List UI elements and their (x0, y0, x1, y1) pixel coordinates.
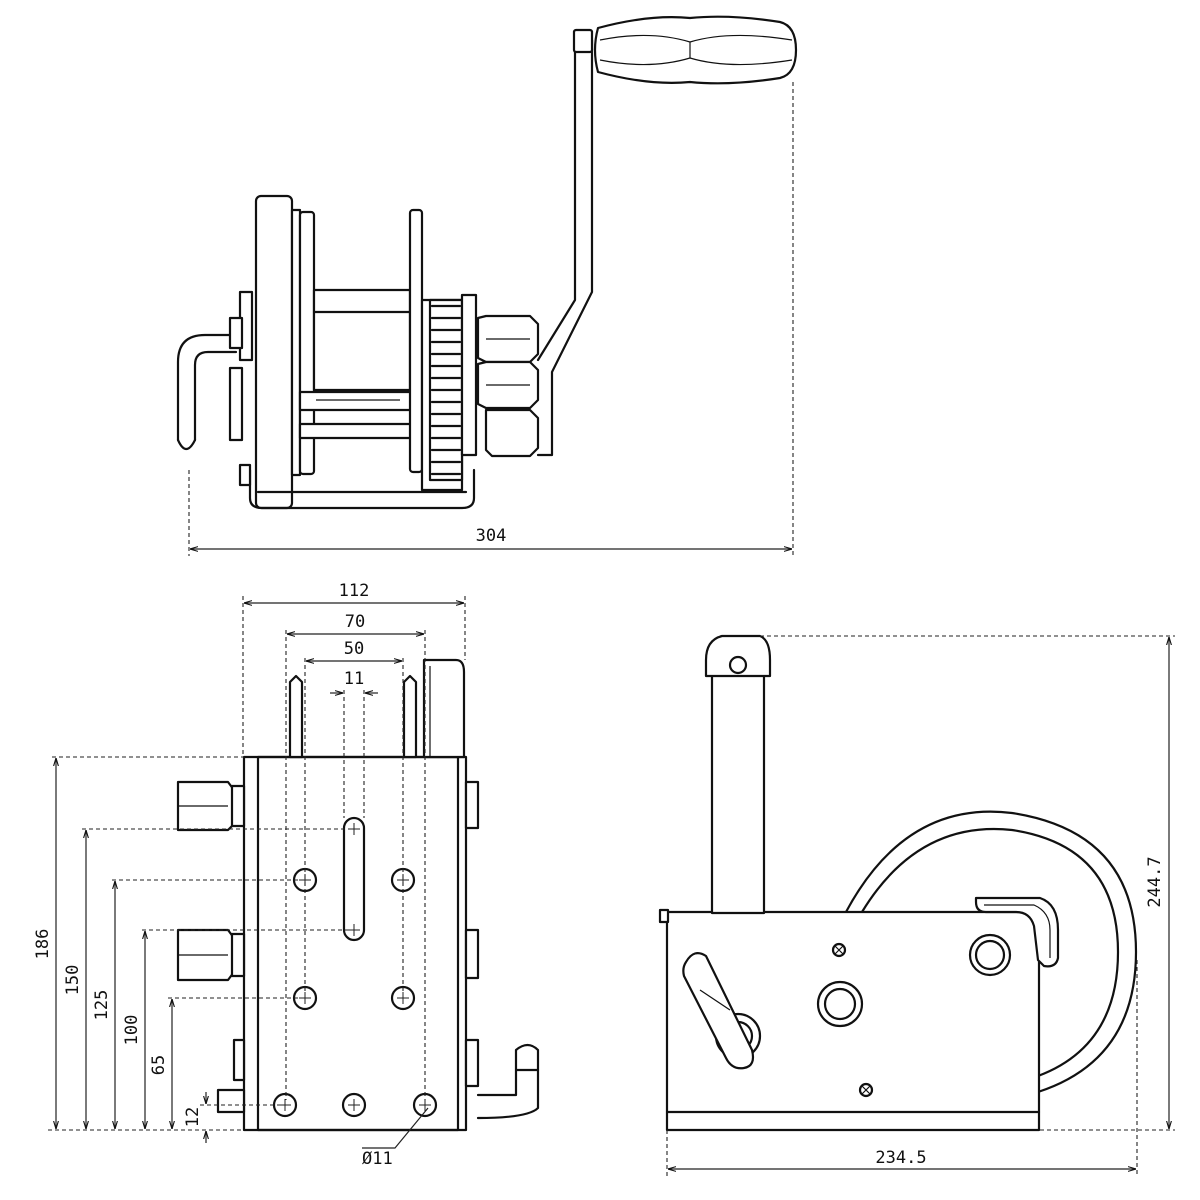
crank-grip (593, 15, 798, 85)
dimension-slot-width: 11 (344, 669, 364, 689)
shaft-upper (298, 390, 418, 412)
base-frame (238, 463, 476, 510)
flange-left-top (288, 674, 304, 759)
dimension-drum-width: 70 (345, 612, 365, 632)
dimension-height-186: 186 (33, 929, 53, 960)
flange-right-top (402, 674, 418, 759)
dimension-frame-width: 112 (339, 581, 370, 601)
shaft-lower (298, 422, 418, 440)
dimension-height-125: 125 (92, 990, 112, 1021)
front-view: 186 150 125 100 65 12 112 70 50 11 Ø11 (33, 581, 540, 1169)
right-parts (464, 780, 540, 1120)
dimension-side-height: 244.7 (1145, 856, 1165, 907)
dimension-height-100: 100 (122, 1015, 142, 1046)
left-flange-inner (290, 208, 302, 477)
dimension-height-12: 12 (183, 1107, 203, 1127)
crank-arm (536, 28, 594, 457)
frame-body (242, 755, 468, 1132)
left-cover (228, 366, 244, 442)
hub-inner (823, 987, 857, 1021)
dimension-hole-diameter: Ø11 (362, 1149, 393, 1169)
dimension-bolt-spacing: 50 (344, 639, 364, 659)
dimension-height-65: 65 (149, 1055, 169, 1075)
top-view: 304 (176, 15, 798, 556)
handle-arm (710, 653, 766, 915)
dimension-side-length: 234.5 (875, 1148, 926, 1168)
brake-handle (176, 333, 238, 451)
brake-lever (974, 896, 1060, 968)
brake-disc (254, 194, 294, 510)
brake-disc-top (422, 658, 466, 759)
hub-outer (816, 980, 864, 1028)
left-nuts (176, 780, 246, 1114)
drum (312, 288, 412, 392)
side-view: 244.7 234.5 (658, 634, 1175, 1176)
gear-stack (428, 298, 464, 482)
hex-nuts (476, 314, 540, 458)
dimension-overall-length: 304 (476, 526, 507, 546)
drum-flange-right (408, 208, 424, 474)
dimension-height-150: 150 (63, 965, 83, 996)
side-crank (682, 951, 762, 1070)
cable-drum-arc (844, 810, 1138, 1094)
bearing-plate (460, 293, 478, 457)
left-nut-small (228, 316, 244, 350)
